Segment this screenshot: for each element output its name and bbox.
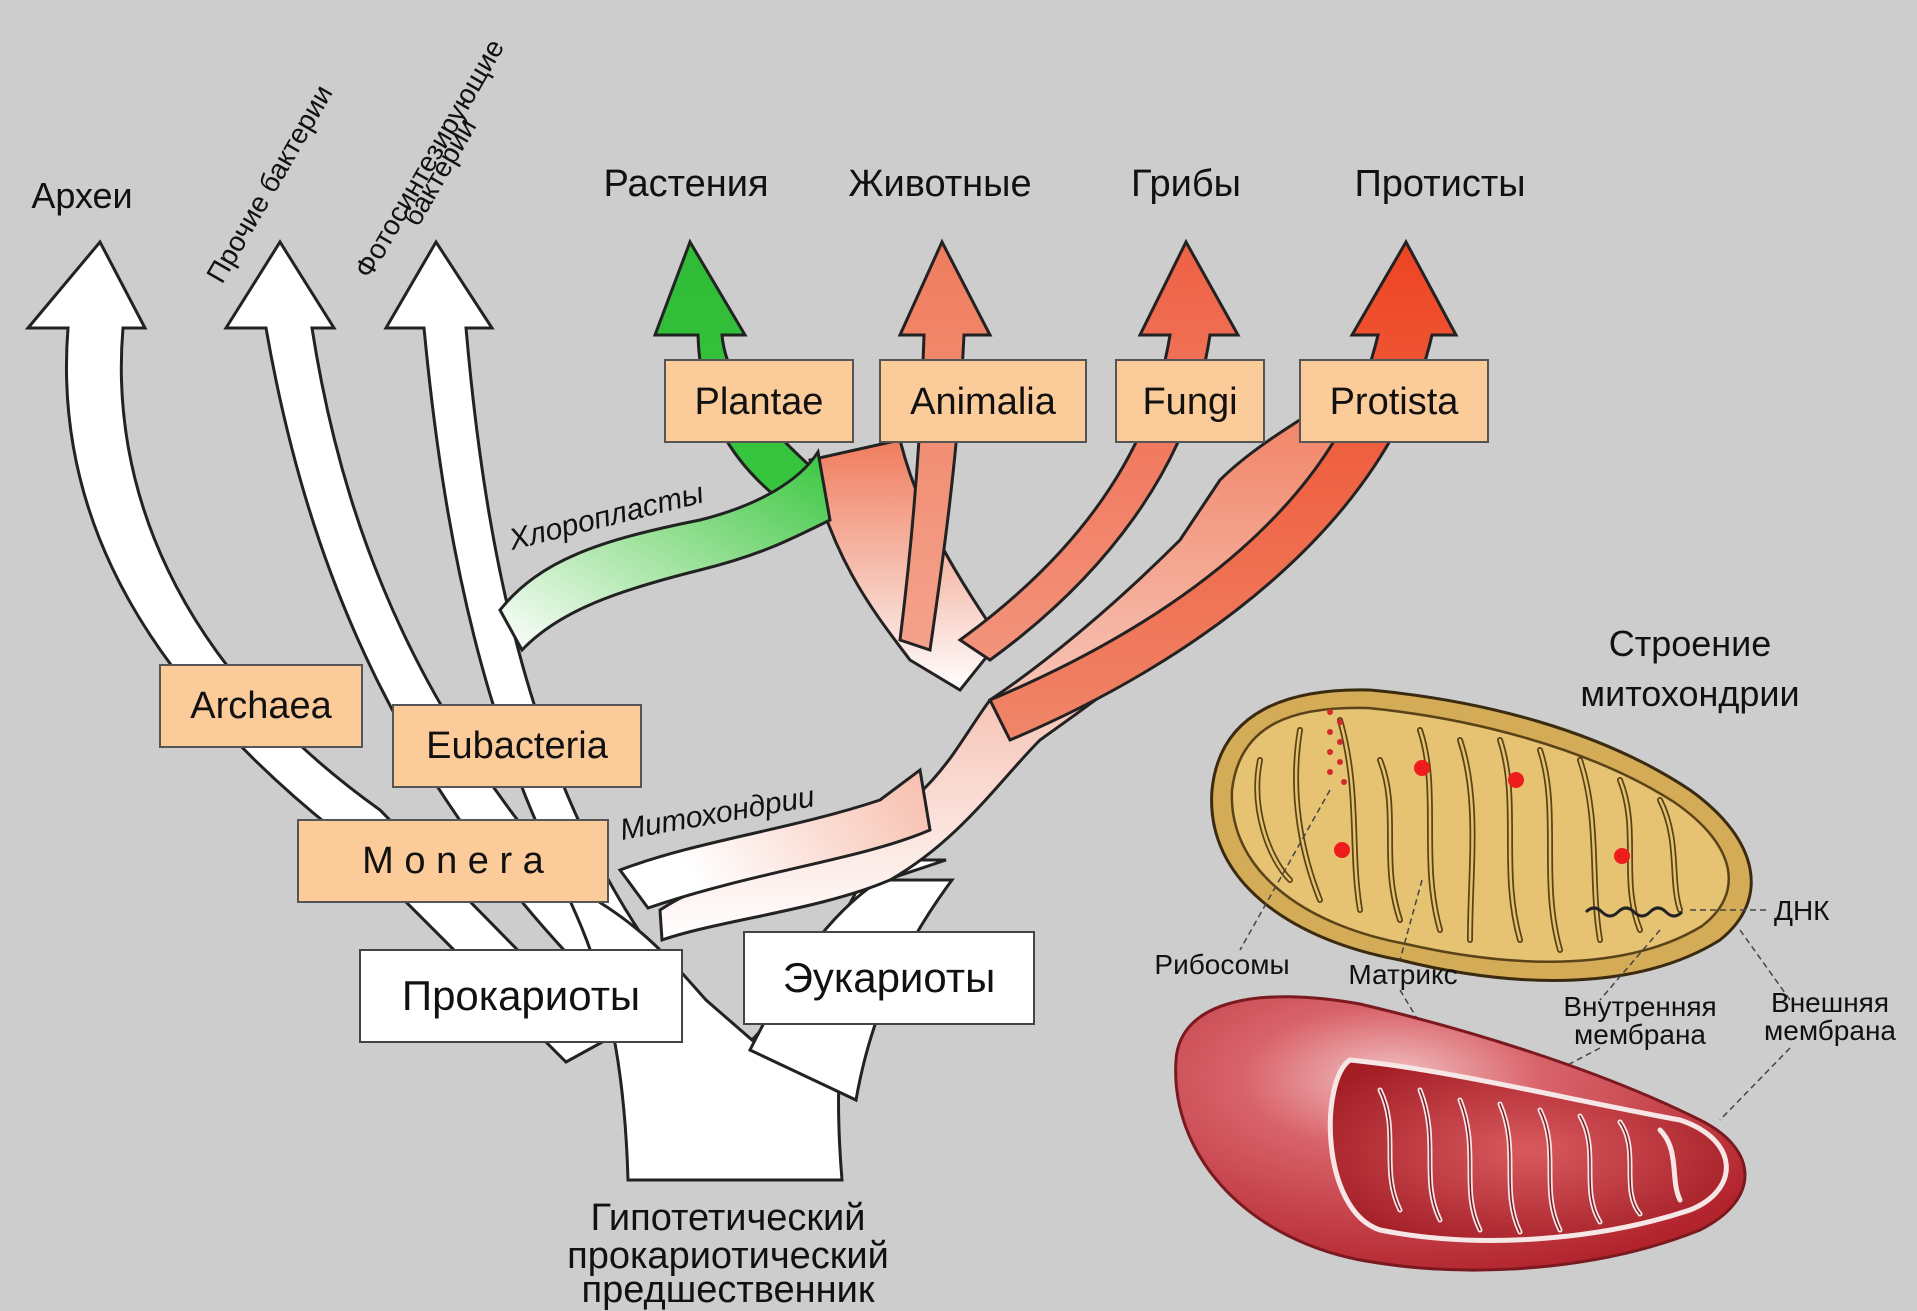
plant-animal-junction xyxy=(810,440,1000,690)
prokaryotes-box-label: Прокариоты xyxy=(402,972,640,1019)
fungi-label: Грибы xyxy=(1131,163,1241,205)
ancestor-line-1: Гипотетический xyxy=(590,1197,865,1239)
eubacteria-box: Eubacteria xyxy=(393,705,641,787)
animals-label: Животные xyxy=(848,163,1031,205)
mito-dna-label: ДНК xyxy=(1774,895,1830,926)
prokaryotes-box: Прокариоты xyxy=(360,950,682,1042)
plantae-box: Plantae xyxy=(665,360,853,442)
mitochondrion-illustration: Строение митохондрии xyxy=(1154,623,1896,1270)
eukaryotes-box-label: Эукариоты xyxy=(783,954,996,1001)
animalia-box: Animalia xyxy=(880,360,1086,442)
protists-label: Протисты xyxy=(1354,163,1525,205)
mito-title-2: митохондрии xyxy=(1580,673,1799,714)
fungi-box: Fungi xyxy=(1116,360,1264,442)
mito-outer-label-2: мембрана xyxy=(1764,1015,1896,1046)
archaea-box: Archaea xyxy=(160,665,362,747)
mito-inner-label-1: Внутренняя xyxy=(1563,991,1716,1022)
mito-outer-label-1: Внешняя xyxy=(1771,987,1889,1018)
monera-box: M o n e r a xyxy=(298,820,608,902)
mito-cross-section xyxy=(1212,690,1752,981)
mito-ribosomes-label: Рибосомы xyxy=(1154,949,1289,980)
ancestor-caption: Гипотетический прокариотический предшест… xyxy=(567,1197,889,1311)
plants-label: Растения xyxy=(603,163,768,205)
monera-box-label: M o n e r a xyxy=(362,840,544,882)
archaea-box-label: Archaea xyxy=(190,685,332,727)
plantae-box-label: Plantae xyxy=(695,381,824,423)
mito-title-1: Строение xyxy=(1609,623,1772,664)
animalia-box-label: Animalia xyxy=(910,381,1057,423)
mito-inner-label-2: мембрана xyxy=(1574,1019,1706,1050)
mito-matrix-label: Матрикс xyxy=(1348,959,1457,990)
eubacteria-box-label: Eubacteria xyxy=(426,725,609,767)
fungi-box-label: Fungi xyxy=(1142,381,1237,423)
eukaryotes-box: Эукариоты xyxy=(744,932,1034,1024)
protista-box: Protista xyxy=(1300,360,1488,442)
protista-box-label: Protista xyxy=(1330,381,1460,423)
top-labels: Археи Прочие бактерии Фотосинтезирующие … xyxy=(31,34,1525,288)
archaea-top-label: Археи xyxy=(31,175,132,216)
ancestor-line-3: предшественник xyxy=(582,1269,875,1311)
